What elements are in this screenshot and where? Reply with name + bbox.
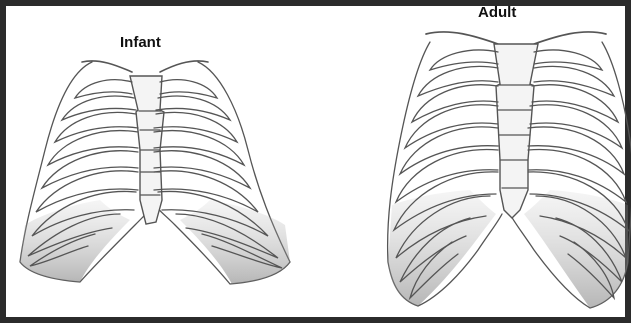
adult-right-clavicle: [534, 32, 606, 44]
infant-right-clavicle: [160, 61, 208, 72]
adult-rib-cage: [388, 32, 631, 308]
adult-sternum: [494, 44, 538, 218]
infant-label: Infant: [120, 34, 161, 51]
adult-label: Adult: [478, 4, 516, 21]
infant-rib-cage: [20, 61, 290, 284]
adult-left-clavicle: [426, 32, 498, 44]
